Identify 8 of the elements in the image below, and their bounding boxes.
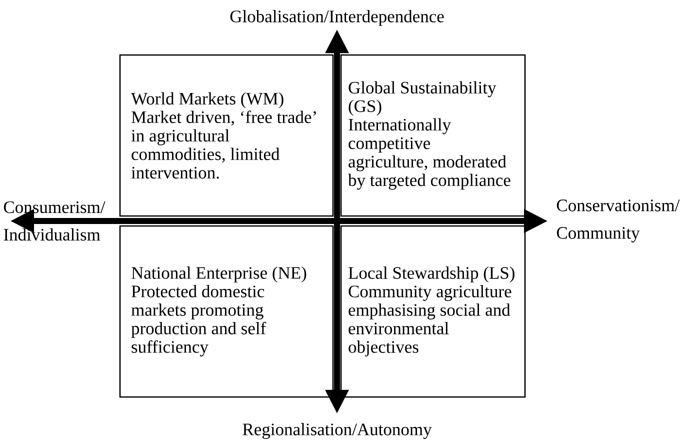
axis-label: Globalisation/Interdependence	[230, 10, 444, 26]
axis-label: Regionalisation/Autonomy	[242, 423, 432, 439]
quadrant-box: Global Sustainability (GS) Internationally competitive agriculture, moderated by targeted compliance	[340, 54, 526, 217]
quadrant-box: National Enterprise (NE) Protected domestic markets promoting production and self sufficiency	[119, 225, 334, 398]
quadrant-box: Local Stewardship (LS) Community agriculture emphasising social and environmental objectives	[340, 225, 526, 398]
axis-label: Consumerism/ Individualism	[4, 201, 106, 241]
axis-label: Conservationism/ Community	[556, 200, 680, 242]
quadrant-box: World Markets (WM) Market driven, ‘free trade’ in agricultural commodities, limited intervention.	[119, 54, 334, 217]
